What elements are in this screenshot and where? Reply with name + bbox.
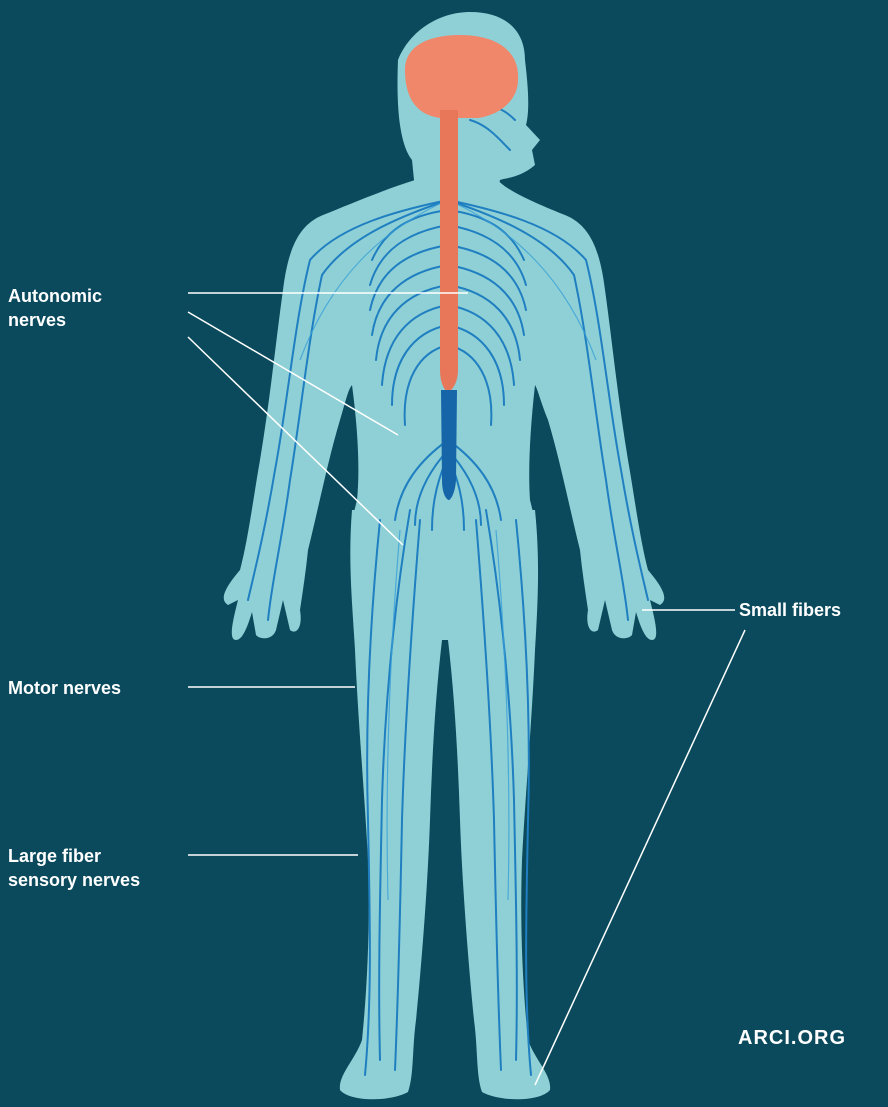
legs (340, 510, 550, 1099)
label-large-fiber-line1: Large fiber (8, 844, 140, 868)
leader-small-fibers-foot (535, 630, 745, 1085)
label-motor-nerves: Motor nerves (8, 676, 121, 700)
label-small-fibers: Small fibers (739, 598, 841, 622)
label-autonomic-line2: nerves (8, 308, 102, 332)
watermark: ARCI.ORG (738, 1027, 846, 1050)
label-small-fibers-text: Small fibers (739, 600, 841, 620)
spinal-cord-lower (441, 390, 457, 500)
label-large-fiber-sensory-nerves: Large fiber sensory nerves (8, 844, 140, 892)
spinal-cord-upper (440, 110, 458, 392)
label-large-fiber-line2: sensory nerves (8, 868, 140, 892)
label-autonomic-nerves: Autonomic nerves (8, 284, 102, 332)
brain (405, 35, 518, 118)
label-motor-text: Motor nerves (8, 678, 121, 698)
label-autonomic-line1: Autonomic (8, 284, 102, 308)
